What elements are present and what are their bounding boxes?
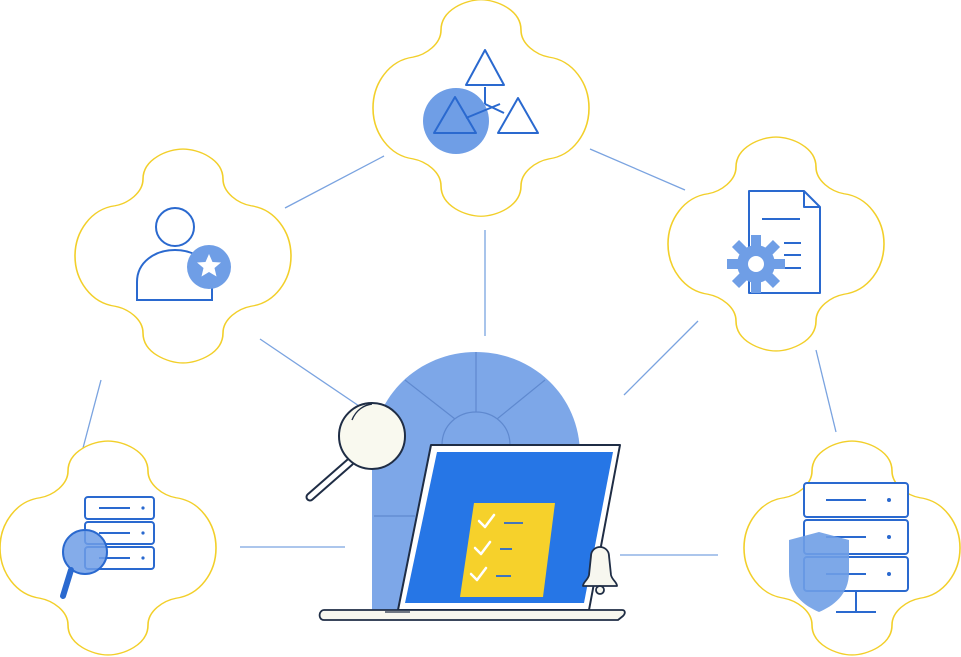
node-user	[74, 148, 292, 364]
server-shield-icon	[789, 482, 909, 613]
user-star-icon	[136, 207, 231, 301]
connector-document-server-shield	[815, 349, 837, 433]
connector-lines	[82, 148, 837, 556]
laptop-base	[318, 609, 626, 621]
connector-user-server-search	[82, 379, 102, 449]
center-laptop-group	[305, 352, 626, 621]
server-search-icon	[60, 496, 155, 599]
dome-lines	[374, 352, 546, 517]
connector-document-center	[623, 320, 699, 396]
bell-icon	[582, 546, 618, 595]
document-gear-icon	[727, 190, 821, 294]
shapes-network-icon	[423, 49, 539, 154]
checklist-icon	[460, 503, 555, 597]
magnifier-icon	[305, 402, 406, 502]
connector-shapes-document	[589, 148, 686, 191]
connector-user-shapes	[284, 155, 385, 209]
connector-user-center	[259, 338, 363, 409]
cloud-outline	[74, 148, 292, 364]
